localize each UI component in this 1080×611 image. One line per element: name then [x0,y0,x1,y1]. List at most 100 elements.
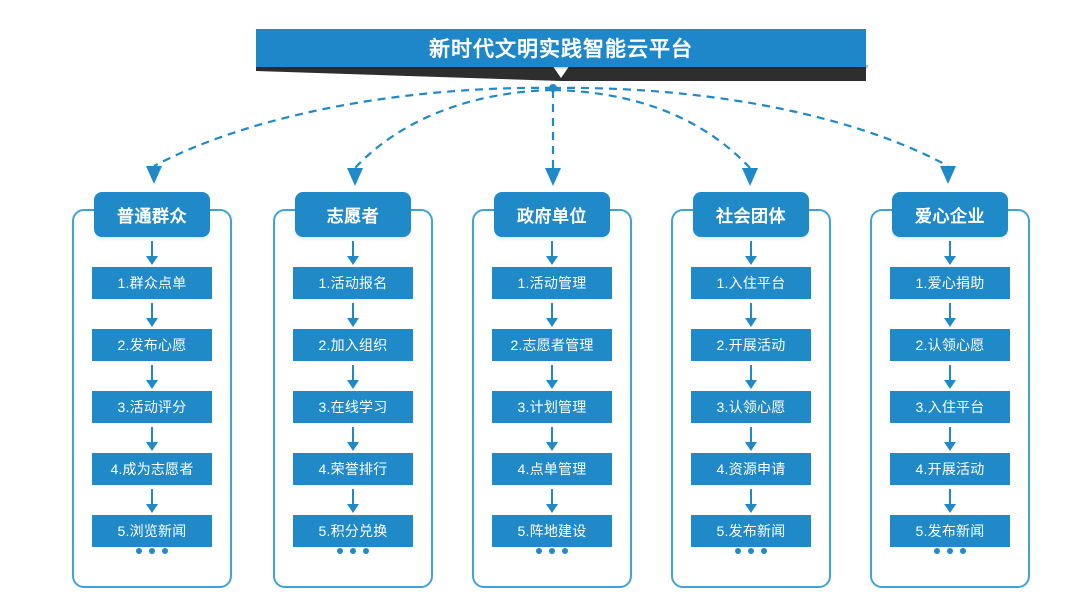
step-item[interactable]: 2.发布心愿 [92,329,212,361]
step-item[interactable]: 1.群众点单 [92,267,212,299]
column-header-label: 爱心企业 [915,207,985,226]
column-header-3[interactable]: 政府单位 [494,192,610,237]
step-arrow [273,299,433,329]
step-label: 4.荣誉排行 [318,461,388,477]
more-items-ellipsis[interactable] [472,548,632,554]
step-arrow [870,299,1030,329]
step-item[interactable]: 2.加入组织 [293,329,413,361]
role-column-社会团体: 社会团体 1.入住平台 2.开展活动 3.认领心愿 4.资源申请 5.发布新闻 [671,192,831,588]
step-list-3: 1.活动管理 2.志愿者管理 3.计划管理 4.点单管理 5.阵地建设 [472,237,632,547]
connector-arrowhead-2 [347,168,363,186]
ellipsis-dot [536,548,542,554]
more-items-ellipsis[interactable] [870,548,1030,554]
step-arrow [870,361,1030,391]
banner-ribbon-shape [256,65,866,81]
connector-to-col-1 [153,86,554,167]
step-arrow [72,423,232,453]
step-item[interactable]: 5.发布新闻 [691,515,811,547]
step-item[interactable]: 1.活动报名 [293,267,413,299]
ellipsis-dot [162,548,168,554]
column-header-label: 社会团体 [716,207,786,226]
column-header-label: 普通群众 [117,207,187,226]
role-column-爱心企业: 爱心企业 1.爱心捐助 2.认领心愿 3.入住平台 4.开展活动 5.发布新闻 [870,192,1030,588]
banner-shadow [258,65,868,70]
step-arrow [472,485,632,515]
more-items-ellipsis[interactable] [273,548,433,554]
step-label: 1.活动报名 [318,275,388,291]
step-list-1: 1.群众点单 2.发布心愿 3.活动评分 4.成为志愿者 5.浏览新闻 [72,237,232,547]
step-label: 3.计划管理 [517,399,587,415]
step-item[interactable]: 5.阵地建设 [492,515,612,547]
ellipsis-dot [149,548,155,554]
step-arrow [472,361,632,391]
step-item[interactable]: 1.入住平台 [691,267,811,299]
step-label: 4.点单管理 [517,461,587,477]
step-label: 2.加入组织 [318,337,388,353]
step-label: 2.志愿者管理 [510,337,594,353]
step-arrow [671,485,831,515]
step-item[interactable]: 3.活动评分 [92,391,212,423]
step-label: 1.群众点单 [117,275,187,291]
role-column-志愿者: 志愿者 1.活动报名 2.加入组织 3.在线学习 4.荣誉排行 5.积分兑换 [273,192,433,588]
column-header-label: 志愿者 [326,207,380,226]
ellipsis-dot [136,548,142,554]
step-arrow [472,299,632,329]
column-header-4[interactable]: 社会团体 [693,192,809,237]
step-item[interactable]: 3.认领心愿 [691,391,811,423]
role-columns: 普通群众 1.群众点单 2.发布心愿 3.活动评分 4.成为志愿者 5.浏览新闻 [72,192,1032,588]
step-label: 2.认领心愿 [915,337,985,353]
step-arrow [72,237,232,267]
step-arrow [671,237,831,267]
connector-arrowhead-5 [940,166,956,184]
step-item[interactable]: 3.计划管理 [492,391,612,423]
step-label: 1.活动管理 [517,275,587,291]
step-arrow [870,423,1030,453]
step-label: 3.入住平台 [915,399,985,415]
step-item[interactable]: 4.开展活动 [890,453,1010,485]
step-label: 5.发布新闻 [716,523,786,539]
step-item[interactable]: 1.爱心捐助 [890,267,1010,299]
column-header-1[interactable]: 普通群众 [94,192,210,237]
role-column-政府单位: 政府单位 1.活动管理 2.志愿者管理 3.计划管理 4.点单管理 5.阵地建设 [472,192,632,588]
step-item[interactable]: 2.志愿者管理 [492,329,612,361]
connector-arrowhead-4 [742,168,758,186]
step-arrow [472,237,632,267]
step-item[interactable]: 4.资源申请 [691,453,811,485]
step-item[interactable]: 2.开展活动 [691,329,811,361]
step-item[interactable]: 5.发布新闻 [890,515,1010,547]
column-header-2[interactable]: 志愿者 [295,192,411,237]
step-list-5: 1.爱心捐助 2.认领心愿 3.入住平台 4.开展活动 5.发布新闻 [870,237,1030,547]
step-arrow [671,423,831,453]
step-label: 5.积分兑换 [318,523,388,539]
connector-arrowhead-3 [545,168,561,186]
connector-to-col-5 [552,86,949,167]
step-label: 2.开展活动 [716,337,786,353]
step-arrow [671,361,831,391]
step-item[interactable]: 1.活动管理 [492,267,612,299]
column-header-5[interactable]: 爱心企业 [892,192,1008,237]
platform-title-banner: 新时代文明实践智能云平台 [256,29,868,81]
step-item[interactable]: 5.浏览新闻 [92,515,212,547]
step-arrow [870,485,1030,515]
ellipsis-dot [947,548,953,554]
step-label: 4.开展活动 [915,461,985,477]
more-items-ellipsis[interactable] [671,548,831,554]
step-label: 4.资源申请 [716,461,786,477]
step-item[interactable]: 3.在线学习 [293,391,413,423]
step-item[interactable]: 4.荣誉排行 [293,453,413,485]
ellipsis-dot [350,548,356,554]
step-item[interactable]: 4.成为志愿者 [92,453,212,485]
step-item[interactable]: 3.入住平台 [890,391,1010,423]
ellipsis-dot [960,548,966,554]
step-label: 5.发布新闻 [915,523,985,539]
more-items-ellipsis[interactable] [72,548,232,554]
step-item[interactable]: 2.认领心愿 [890,329,1010,361]
step-item[interactable]: 5.积分兑换 [293,515,413,547]
step-arrow [273,485,433,515]
step-item[interactable]: 4.点单管理 [492,453,612,485]
step-label: 3.活动评分 [117,399,187,415]
step-label: 2.发布心愿 [117,337,187,353]
connector-arrowhead-1 [146,166,162,184]
step-label: 1.爱心捐助 [915,275,985,291]
